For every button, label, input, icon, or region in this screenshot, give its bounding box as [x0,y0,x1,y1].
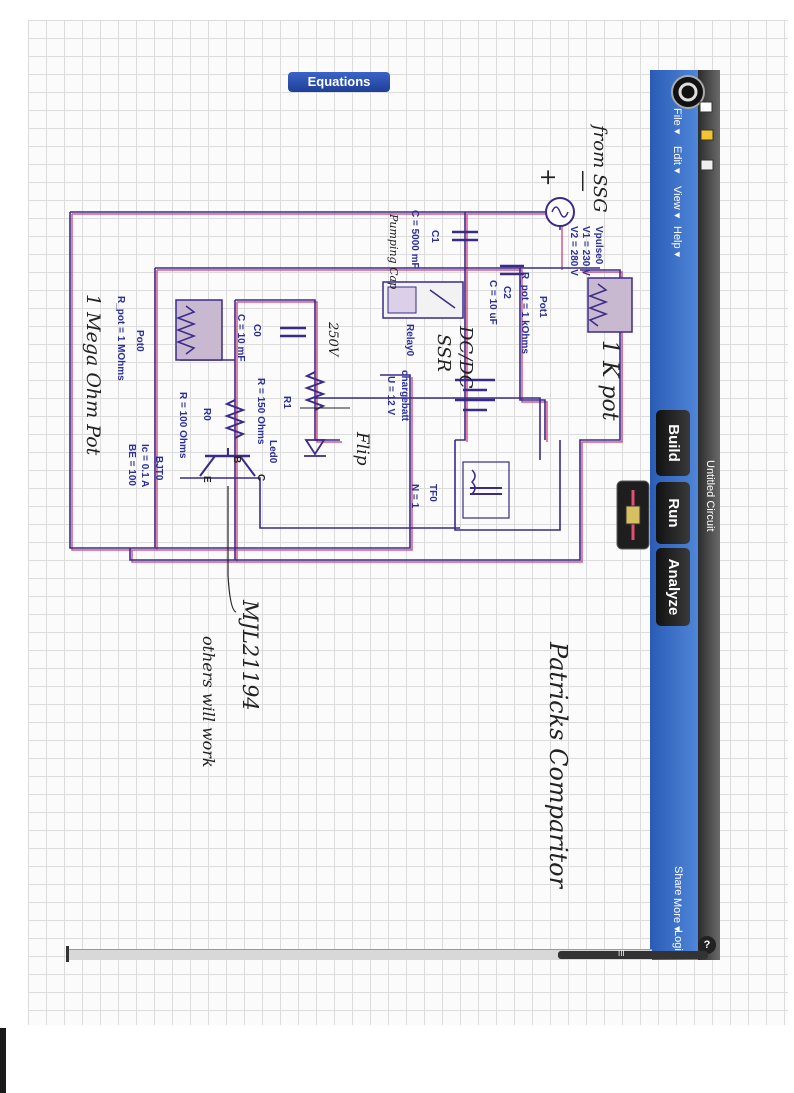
label-r1-val: R = 150 Ohms [255,378,266,445]
wire-transformer [180,477,460,529]
resistor-r0 [224,399,246,439]
potentiometer-pot1 [587,277,633,333]
component-palette-button[interactable] [616,480,650,550]
label-tf-ratio: N = 1 [409,484,420,509]
label-bjt-e: E [201,476,212,483]
scroll-grip: III [618,949,625,958]
label-c0-name: C0 [251,324,262,337]
note-patricks: Patricks Comparitor [544,642,572,889]
app-logo-icon [671,75,705,109]
label-c1-val: C = 5000 mF [409,210,420,269]
label-v1: V1 = 230 V [580,226,591,276]
label-bjt-c: C [255,474,266,482]
wire-left-loop [69,212,411,549]
note-mjl21194: MJL21194 [238,600,262,711]
battery [455,378,495,412]
label-pot0-name: Pot0 [134,330,145,352]
label-battery-val: U = 12 V [385,376,396,416]
capacitor-c0 [280,326,306,338]
bjt-transistor [199,448,256,477]
toolbar-icons [699,101,714,171]
capacitor-c2 [500,264,524,276]
transformer [462,461,510,519]
potentiometer-pot0 [175,299,223,361]
capacitor-c1 [452,230,478,242]
label-bjt-b: B [231,456,242,464]
label-c2-name: C2 [501,286,512,299]
wire-battery [315,397,541,460]
scroll-left-cap [66,946,69,962]
label-pot0-val: R_pot = 1 MOhms [115,296,126,381]
label-bjt-name: BJT0 [153,456,164,481]
label-bjt-beta: BE = 100 [126,444,137,486]
note-pump-cap: Pumping Cap [387,214,400,290]
vpulse-source [545,197,575,227]
note-dcdc: DC/DC [455,326,476,389]
wiring [69,211,621,561]
label-r0-val: R = 100 Ohms [177,392,188,459]
note-250v: 250V [325,322,340,357]
note-ssr: SSR [433,334,454,372]
label-r1-name: R1 [281,396,292,409]
label-r0-name: R0 [201,408,212,421]
label-bjt-ic: Ic = 0.1 A [139,444,150,488]
note-flip: Flip [352,432,372,466]
label-c1-name: C1 [429,230,440,243]
label-battery: chargebatt [399,370,410,422]
label-c2-val: C = 10 uF [487,280,498,325]
note-1k-pot: 1 K pot [597,340,622,421]
led [304,439,326,457]
note-others: others will work [199,636,218,768]
help-icon[interactable]: ? [698,936,716,954]
annotation-leader [227,486,237,613]
note-plus: + [535,168,560,187]
label-c0-val: C = 10 mF [235,314,246,362]
wire-tf-sec [454,440,561,531]
label-v2: V2 = 280 V [568,226,579,276]
note-from-ssg: from SSG [589,125,610,213]
label-pot1-name: Pot1 [537,296,548,318]
horizontal-scrollbar[interactable]: III [68,949,708,960]
wire-c1 [455,212,466,441]
label-relay: Relay0 [404,324,415,357]
note-mega-pot: 1 Mega Ohm Pot [82,294,104,456]
resistor-r1 [304,371,326,411]
wire-bottom-loop [129,269,621,561]
label-tf: TF0 [427,484,438,502]
note-minus: — [571,170,596,192]
label-pot1-val: R_pot = 1 kOhms [519,272,530,354]
equations-button[interactable]: Equations [288,72,390,92]
scrollbar-thumb[interactable] [558,951,708,959]
scan-edge-shadow [0,1028,6,1093]
wire-led [235,299,340,441]
ssr-relay [382,281,464,319]
label-vpulse: Vpulse0 [593,226,604,265]
label-led: Led0 [267,440,278,464]
wire-relay [155,267,546,440]
